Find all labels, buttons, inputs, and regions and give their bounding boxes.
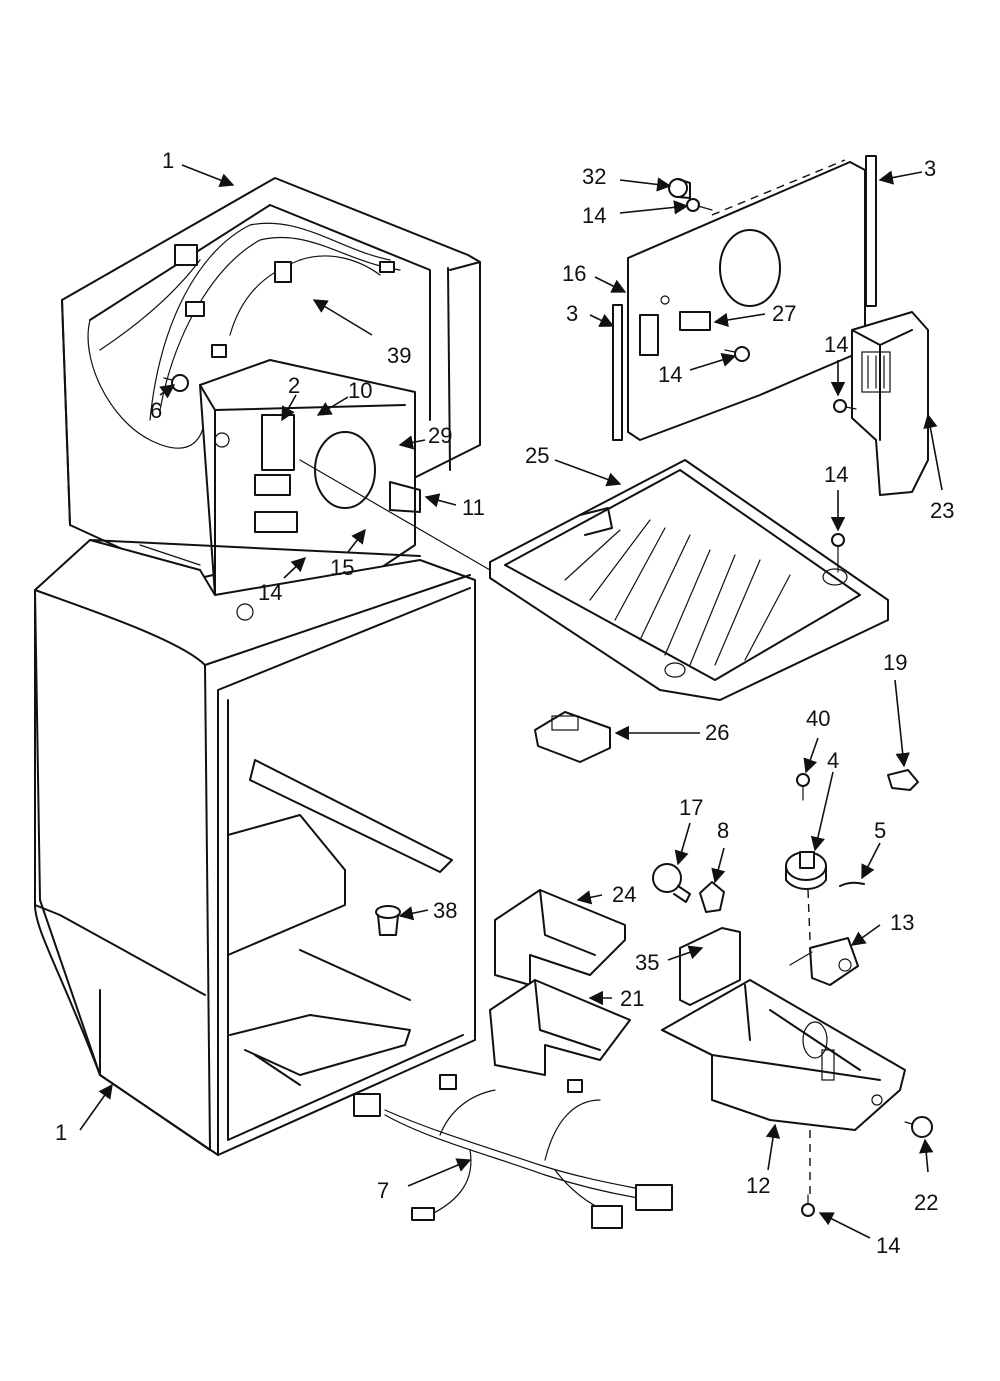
callout-14-bottom: 14 [876,1233,900,1258]
part-21-cover [489,979,631,1076]
part-22-knob [904,1116,933,1138]
part-8-socket [699,881,725,913]
dash-knob [807,889,811,941]
callout-7: 7 [377,1178,389,1203]
part-26-block [534,711,611,763]
screw-14-bottom [801,1194,815,1217]
part-6-plug [163,374,189,392]
leader-lines [79,164,943,1239]
screw-14-tray [831,533,845,573]
part-23-cover [851,311,929,496]
callout-15: 15 [330,555,354,580]
callout-22: 22 [914,1190,938,1215]
callout-11: 11 [462,495,485,520]
callout-2: 2 [288,373,300,398]
dash-back-top [711,159,846,216]
part-13-control [789,937,859,986]
callout-12: 12 [746,1173,770,1198]
callout-32: 32 [582,164,606,189]
callout-17: 17 [679,795,703,820]
part-17-bulb [652,863,691,903]
back-panel [627,161,866,441]
part-12-housing [661,979,906,1131]
part-4-knob [785,851,827,890]
upper-wiring [149,222,401,421]
part-19-clip [887,769,919,791]
callout-14-cover: 14 [824,332,848,357]
cabinet-liner [34,539,476,1156]
screw-14-panel [724,346,750,362]
callout-14-liner: 14 [258,580,282,605]
callout-21: 21 [620,986,644,1011]
callout-26: 26 [705,720,729,745]
callout-8: 8 [717,818,729,843]
callout-16: 16 [562,261,586,286]
callout-4: 4 [827,748,839,773]
part-24-housing [494,889,626,986]
part-32-spacer [668,178,691,199]
callout-14-tray: 14 [824,462,848,487]
screw-14-top [686,198,713,212]
part-25-drain-trough [489,459,889,701]
callout-6: 6 [150,398,162,423]
callout-35: 35 [635,950,659,975]
part-3-strip-right [865,155,877,307]
callout-3-left: 3 [566,301,578,326]
screw-14-cover [833,399,857,413]
callout-1-bottom: 1 [55,1120,67,1145]
callout-3-right: 3 [924,156,936,181]
callout-39: 39 [387,343,411,368]
callout-24: 24 [612,882,636,907]
callout-5: 5 [874,818,886,843]
callout-29: 29 [428,423,452,448]
callout-38: 38 [433,898,457,923]
callout-labels: 1 1 2 3 3 4 5 6 7 8 10 11 12 13 14 14 14… [55,148,954,1258]
screw-40 [796,773,810,801]
callout-19: 19 [883,650,907,675]
callout-14-top: 14 [582,203,606,228]
part-3-strip-left [612,304,623,441]
callout-14-panel: 14 [658,362,682,387]
callout-10: 10 [348,378,372,403]
callout-23: 23 [930,498,954,523]
part-5-tube [839,881,865,887]
part-38-cap [375,905,401,936]
callout-25: 25 [525,443,549,468]
callout-40: 40 [806,706,830,731]
callout-27: 27 [772,301,796,326]
callout-13: 13 [890,910,914,935]
callout-1-top: 1 [162,148,174,173]
part-7-harness [353,1074,673,1229]
